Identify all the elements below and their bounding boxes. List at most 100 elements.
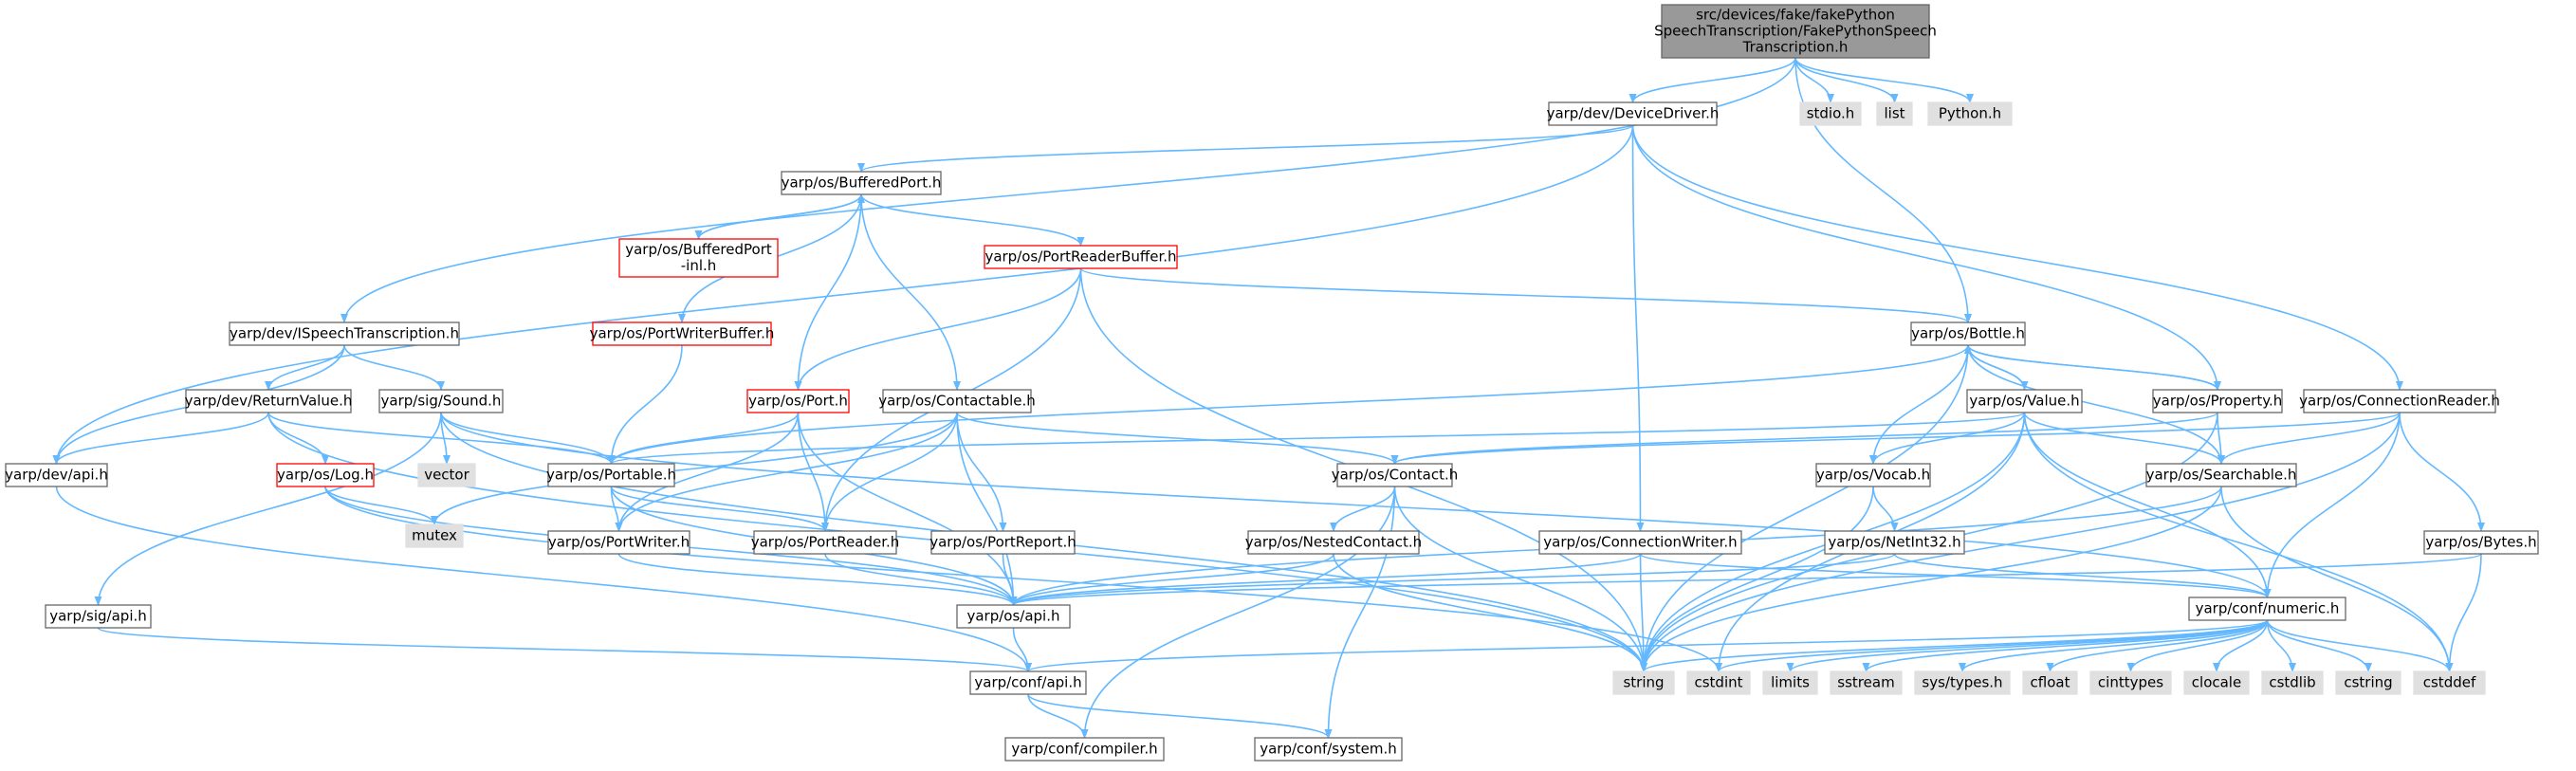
node-yarp-os-vocab-h[interactable]: yarp/os/Vocab.h bbox=[1815, 463, 1931, 487]
node-stdio-h: stdio.h bbox=[1799, 101, 1862, 126]
node-box bbox=[882, 389, 1032, 413]
edge-portreaderbuffer-to-bottle bbox=[1079, 267, 1972, 323]
node-box bbox=[185, 389, 352, 413]
node-yarp-os-connectionreader-h[interactable]: yarp/os/ConnectionReader.h bbox=[2299, 389, 2500, 413]
node-yarp-os-bufferedport-inl-h[interactable]: yarp/os/BufferedPort-inl.h bbox=[618, 238, 779, 278]
edge-searchable-to-string bbox=[1640, 486, 2222, 672]
edge-portable-to-portreader bbox=[610, 486, 829, 532]
node-label: yarp/os/Bytes.h bbox=[2425, 534, 2536, 551]
node-box bbox=[1824, 530, 1965, 555]
node-box bbox=[618, 238, 779, 278]
node-label: vector bbox=[424, 467, 469, 484]
node-box bbox=[2303, 389, 2496, 413]
node-box bbox=[1254, 737, 1403, 762]
node-yarp-conf-api-h[interactable]: yarp/conf/api.h bbox=[969, 670, 1087, 695]
node-yarp-os-nestedcontact-h[interactable]: yarp/os/NestedContact.h bbox=[1245, 530, 1422, 555]
edge-port-to-portwriter bbox=[615, 412, 800, 532]
edge-root-to-bottle bbox=[1794, 57, 1972, 323]
node-yarp-os-searchable-h[interactable]: yarp/os/Searchable.h bbox=[2145, 463, 2297, 487]
node-yarp-conf-system-h[interactable]: yarp/conf/system.h bbox=[1254, 737, 1403, 762]
node-label: string bbox=[1623, 674, 1664, 691]
node-yarp-os-portreaderbuffer-h[interactable]: yarp/os/PortReaderBuffer.h bbox=[984, 245, 1178, 269]
node-yarp-os-bottle-h[interactable]: yarp/os/Bottle.h bbox=[1910, 321, 2026, 346]
node-cinttypes: cinttypes bbox=[2089, 670, 2172, 695]
node-yarp-os-api-h[interactable]: yarp/os/api.h bbox=[956, 604, 1071, 629]
edge-returnvalue-to-log bbox=[267, 412, 329, 465]
node-label: cstdint bbox=[1694, 674, 1742, 691]
edge-root-to-python bbox=[1794, 57, 1974, 103]
node-label: mutex bbox=[412, 527, 457, 544]
node-yarp-os-portable-h[interactable]: yarp/os/Portable.h bbox=[546, 463, 676, 487]
node-box bbox=[592, 321, 772, 346]
node-yarp-dev-devicedriver-h[interactable]: yarp/dev/DeviceDriver.h bbox=[1547, 101, 1720, 126]
edge-numeric-to-cstdint bbox=[1715, 619, 2269, 672]
edge-bufferedport-to-port bbox=[794, 193, 862, 391]
node-yarp-os-portreport-h[interactable]: yarp/os/PortReport.h bbox=[929, 530, 1076, 555]
node-box bbox=[1247, 530, 1420, 555]
node-box bbox=[1538, 530, 1742, 555]
edge-netint32-to-numeric bbox=[1893, 553, 2272, 598]
node-box bbox=[1661, 4, 1930, 59]
node-yarp-conf-numeric-h[interactable]: yarp/conf/numeric.h bbox=[2188, 597, 2346, 621]
node-yarp-os-bufferedport-h[interactable]: yarp/os/BufferedPort.h bbox=[781, 171, 942, 195]
edge-devicedriver-to-connectionreader bbox=[1631, 124, 2403, 391]
node-yarp-sig-sound-h[interactable]: yarp/sig/Sound.h bbox=[378, 389, 504, 413]
node-box bbox=[2261, 670, 2324, 695]
node-box bbox=[2022, 670, 2078, 695]
node-box bbox=[746, 389, 850, 413]
edge-devicedriver-to-property bbox=[1631, 124, 2221, 391]
node-yarp-dev-api-h[interactable]: yarp/dev/api.h bbox=[5, 463, 108, 487]
node-label: yarp/os/PortWriterBuffer.h bbox=[590, 325, 775, 342]
edge-bufferedportinl-to-bufferedport bbox=[697, 193, 865, 240]
node-yarp-os-portwriter-h[interactable]: yarp/os/PortWriter.h bbox=[547, 530, 690, 555]
node-label: yarp/os/Contact.h bbox=[1332, 467, 1459, 484]
edge-returnvalue-to-devapi bbox=[52, 412, 269, 465]
node-yarp-os-portwriterbuffer-h[interactable]: yarp/os/PortWriterBuffer.h bbox=[590, 321, 775, 346]
edge-value-to-portable bbox=[608, 412, 2026, 465]
node-yarp-dev-ispeechtranscription-h[interactable]: yarp/dev/ISpeechTranscription.h bbox=[229, 321, 460, 346]
node-label: SpeechTranscription/FakePythonSpeech bbox=[1654, 23, 1937, 40]
node-box bbox=[2188, 597, 2346, 621]
node-limits: limits bbox=[1762, 670, 1818, 695]
node-yarp-os-portreader-h[interactable]: yarp/os/PortReader.h bbox=[751, 530, 900, 555]
edge-root-to-devicedriver bbox=[1628, 57, 1796, 103]
node-yarp-conf-compiler-h[interactable]: yarp/conf/compiler.h bbox=[1004, 737, 1165, 762]
node-yarp-os-property-h[interactable]: yarp/os/Property.h bbox=[2152, 389, 2283, 413]
edge-numeric-to-cinttypes bbox=[2126, 619, 2269, 672]
edge-contactable-to-contact bbox=[956, 412, 1399, 465]
node-box bbox=[2423, 530, 2539, 555]
edge-portreader-to-osapi bbox=[824, 553, 1018, 606]
node-label: yarp/os/PortReport.h bbox=[929, 534, 1076, 551]
node-box bbox=[417, 463, 476, 487]
node-box bbox=[2413, 670, 2486, 695]
node-label: yarp/os/Port.h bbox=[748, 393, 848, 410]
node-label: yarp/os/Contactable.h bbox=[878, 393, 1036, 410]
node-yarp-os-port-h[interactable]: yarp/os/Port.h bbox=[746, 389, 850, 413]
edge-devicedriver-to-devapi bbox=[52, 124, 1634, 465]
node-box bbox=[1910, 321, 2026, 346]
node-yarp-os-bytes-h[interactable]: yarp/os/Bytes.h bbox=[2423, 530, 2539, 555]
edge-connectionwriter-to-string bbox=[1639, 553, 1647, 672]
edge-portwriter-to-osapi bbox=[617, 553, 1018, 606]
node-yarp-os-value-h[interactable]: yarp/os/Value.h bbox=[1966, 389, 2083, 413]
node-box bbox=[2183, 670, 2250, 695]
node-yarp-os-netint32-h[interactable]: yarp/os/NetInt32.h bbox=[1824, 530, 1965, 555]
edge-numeric-to-cstdlib bbox=[2266, 619, 2296, 672]
nodes-layer: src/devices/fake/fakePythonSpeechTranscr… bbox=[5, 4, 2539, 762]
edge-bytes-to-cstddef bbox=[2445, 553, 2482, 672]
node-yarp-dev-returnvalue-h[interactable]: yarp/dev/ReturnValue.h bbox=[185, 389, 353, 413]
node-src-devices-fake-fakepython-speechtranscription-fakepythonspeech-transcription-h[interactable]: src/devices/fake/fakePythonSpeechTranscr… bbox=[1654, 4, 1937, 59]
node-yarp-os-contactable-h[interactable]: yarp/os/Contactable.h bbox=[878, 389, 1036, 413]
edge-connectionreader-to-bytes bbox=[2399, 412, 2485, 532]
node-yarp-sig-api-h[interactable]: yarp/sig/api.h bbox=[45, 604, 152, 629]
edge-numeric-to-cstring bbox=[2266, 619, 2372, 672]
edge-connectionreader-to-searchable bbox=[2217, 412, 2401, 465]
node-label: cinttypes bbox=[2098, 674, 2163, 691]
node-box bbox=[1914, 670, 2011, 695]
node-label: src/devices/fake/fakePython bbox=[1696, 7, 1895, 24]
node-yarp-os-connectionwriter-h[interactable]: yarp/os/ConnectionWriter.h bbox=[1538, 530, 1742, 555]
node-label: -inl.h bbox=[681, 257, 717, 274]
node-box bbox=[753, 530, 897, 555]
node-yarp-os-log-h[interactable]: yarp/os/Log.h bbox=[276, 463, 375, 487]
node-yarp-os-contact-h[interactable]: yarp/os/Contact.h bbox=[1332, 463, 1459, 487]
